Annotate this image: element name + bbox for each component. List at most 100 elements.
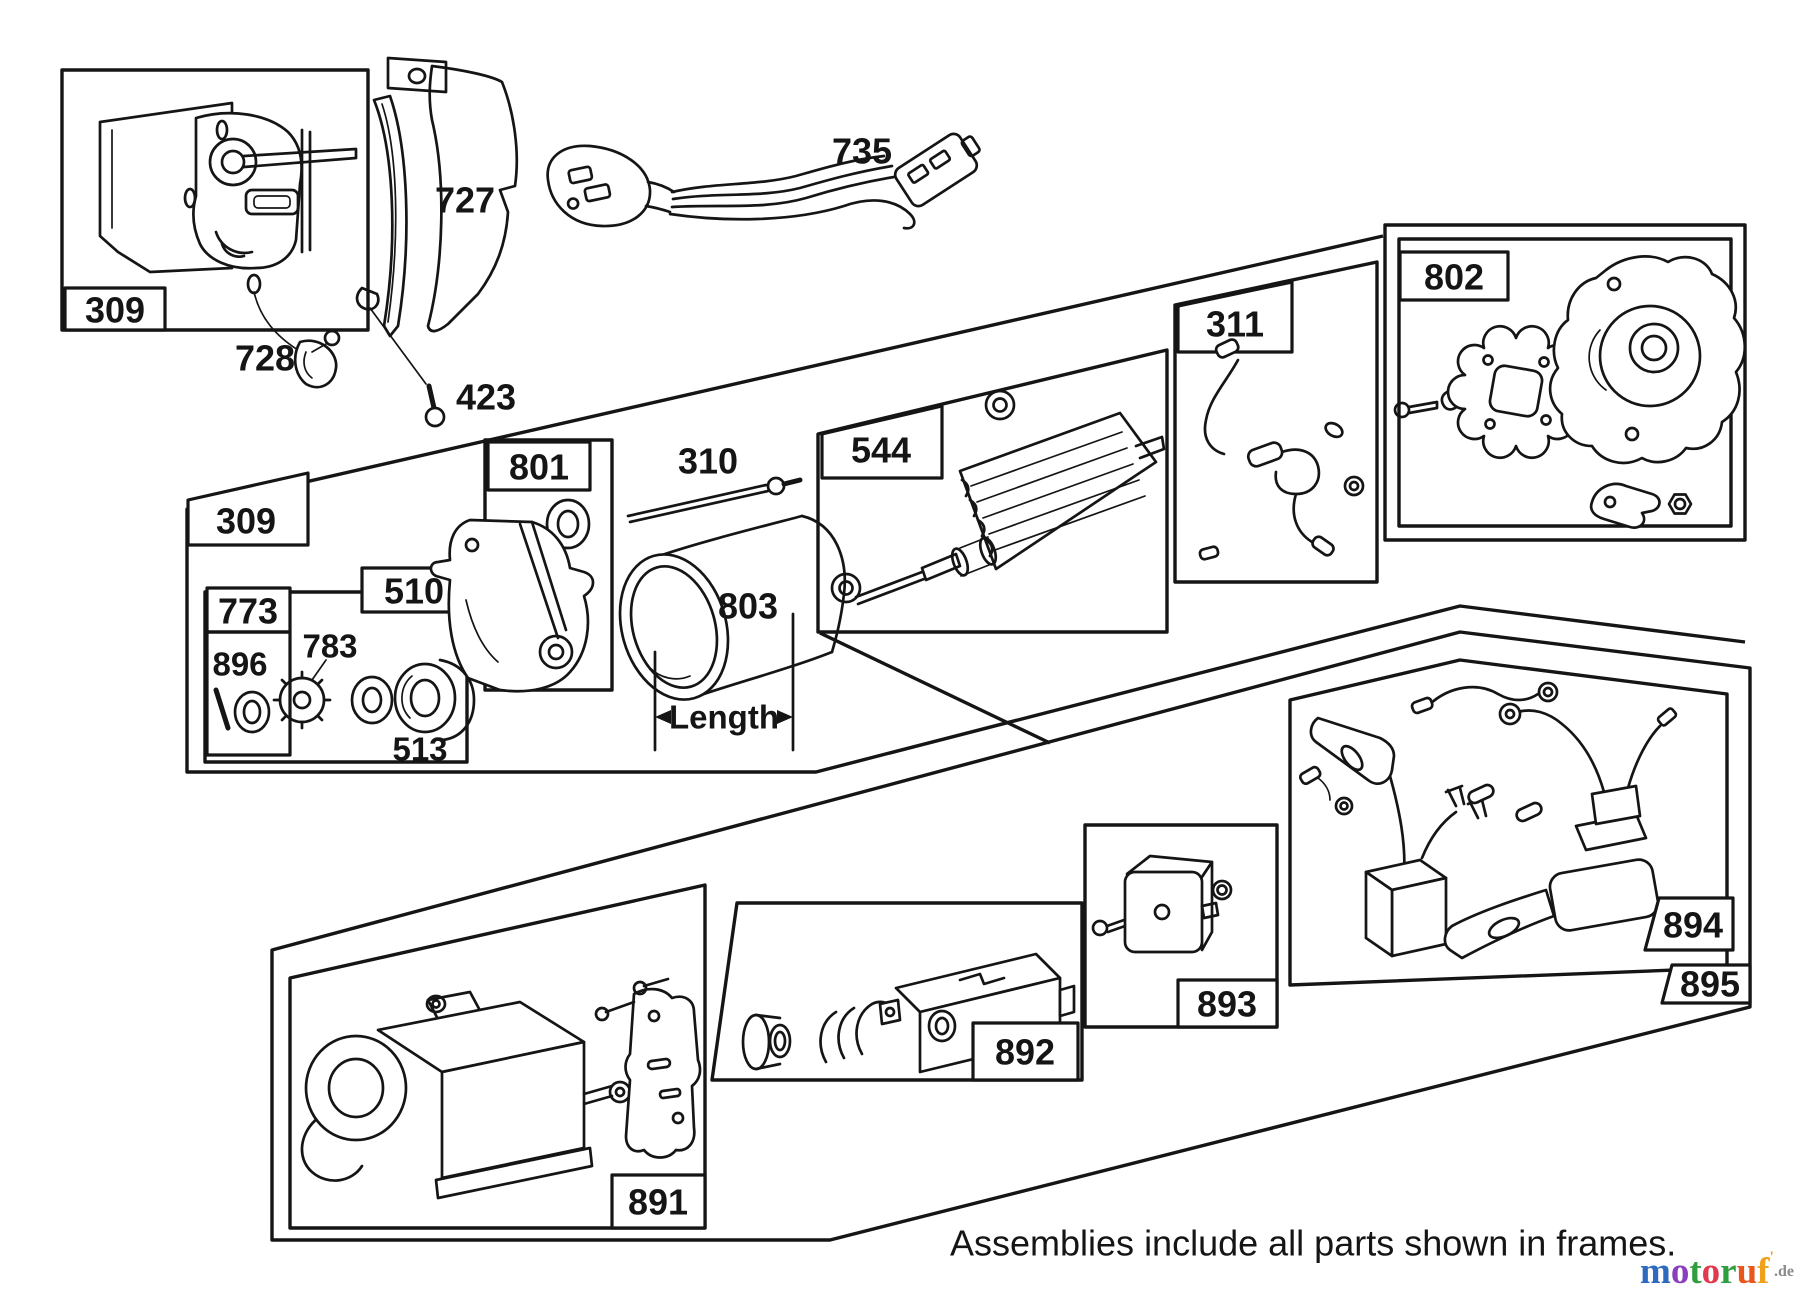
part-label-896: 896 bbox=[212, 646, 267, 683]
lever-arm bbox=[518, 520, 568, 640]
frame-894-border bbox=[1288, 658, 1729, 987]
part-label-783: 783 bbox=[302, 628, 357, 665]
wm-letter: r bbox=[1720, 1251, 1736, 1292]
screw bbox=[1393, 401, 1411, 419]
brush-wire-set-drawing bbox=[1198, 338, 1365, 561]
pin-896-drawing bbox=[213, 687, 231, 731]
frame-309-bracket: 309 bbox=[60, 68, 370, 351]
frame-label-773: 773 bbox=[218, 591, 278, 632]
wm-tld: .de bbox=[1774, 1263, 1794, 1280]
armature-drawing bbox=[830, 389, 1166, 606]
frame-label-309-main: 309 bbox=[216, 501, 276, 542]
frame-311-border bbox=[1173, 260, 1379, 584]
frame-label-510: 510 bbox=[384, 571, 444, 612]
ring-terminal bbox=[1498, 702, 1522, 726]
arrow-left-icon bbox=[655, 710, 671, 724]
grommet bbox=[233, 690, 271, 734]
nut bbox=[1211, 879, 1233, 901]
seal-ring bbox=[545, 498, 591, 550]
frame-892-border bbox=[710, 901, 1084, 1082]
length-annotation: Length bbox=[653, 612, 795, 752]
part-728-link: 728 bbox=[235, 329, 341, 389]
frame-802-outer-border bbox=[1383, 223, 1747, 542]
frame-label-box bbox=[971, 1021, 1080, 1082]
frame-311-wires: 311 bbox=[1173, 260, 1379, 584]
bracket-plate-drawing bbox=[98, 101, 358, 351]
hole bbox=[183, 187, 197, 209]
hole bbox=[464, 537, 480, 553]
brush-boot bbox=[1246, 441, 1284, 468]
frame-893-switch: 893 bbox=[1083, 823, 1279, 1029]
frame-label-box bbox=[63, 286, 167, 332]
end-cap-casting bbox=[1548, 255, 1747, 465]
harness-left-drawing bbox=[1298, 716, 1488, 958]
frame-label-802: 802 bbox=[1424, 257, 1484, 298]
plug-prongs bbox=[566, 165, 612, 210]
shaft-stub bbox=[1134, 435, 1166, 460]
part-label-513: 513 bbox=[392, 731, 447, 768]
mount-plate bbox=[624, 987, 702, 1159]
switch-drawing bbox=[1091, 854, 1233, 954]
frame-label-544: 544 bbox=[851, 430, 911, 471]
frame-label-box bbox=[1643, 896, 1735, 952]
boot bbox=[1309, 716, 1396, 785]
core-laminations bbox=[970, 431, 1146, 551]
wm-letter: o bbox=[1671, 1251, 1690, 1292]
frame-895-border bbox=[270, 630, 1752, 1242]
wm-mark: ' bbox=[1770, 1249, 1774, 1266]
wm-letter: t bbox=[1689, 1251, 1702, 1292]
frame-544-border bbox=[816, 348, 1169, 634]
cord-wires bbox=[668, 154, 916, 230]
frame-894-harness: 894 bbox=[1288, 658, 1735, 987]
frame-309-main-border bbox=[185, 234, 1746, 774]
fork-terminal bbox=[1444, 784, 1466, 808]
gear-teeth bbox=[272, 670, 332, 730]
gear-cover-drawing bbox=[429, 518, 595, 693]
starter-shaft bbox=[242, 147, 358, 169]
frame-label-801: 801 bbox=[509, 447, 569, 488]
frame-label-box bbox=[486, 440, 592, 492]
washer bbox=[830, 572, 862, 604]
cord-connector bbox=[893, 132, 981, 208]
hole bbox=[407, 67, 427, 85]
frame-label-892: 892 bbox=[995, 1032, 1055, 1073]
hole bbox=[1624, 426, 1640, 442]
frame-773-retainer: 773 896 bbox=[205, 586, 292, 757]
part-label-735: 735 bbox=[832, 131, 892, 172]
armature-shaft bbox=[854, 570, 926, 606]
part-803-housing: 803 bbox=[618, 514, 847, 701]
end-bell bbox=[304, 1034, 408, 1142]
wm-letter: m bbox=[1640, 1251, 1671, 1292]
ring-terminal bbox=[1343, 475, 1365, 497]
wm-letter: f bbox=[1757, 1251, 1770, 1292]
output-shaft bbox=[582, 1084, 614, 1106]
frame-544-armature: 544 bbox=[816, 348, 1169, 634]
frame-895-assembly bbox=[270, 630, 1752, 1242]
connector-block bbox=[1364, 870, 1394, 958]
motoruf-watermark-link[interactable]: motoruf'.de bbox=[1640, 1249, 1794, 1292]
bullet-connector bbox=[1467, 783, 1495, 805]
commutator bbox=[959, 536, 990, 577]
part-label-803: 803 bbox=[718, 586, 778, 627]
frame-label-box bbox=[820, 404, 944, 480]
harness-right-drawing bbox=[1410, 681, 1678, 960]
hole bbox=[1606, 276, 1622, 292]
frame-309-main: 309 bbox=[185, 234, 1746, 774]
frame-802-endcap: 802 bbox=[1383, 223, 1747, 542]
frame-label-895: 895 bbox=[1680, 964, 1740, 1005]
frame-label-box bbox=[186, 471, 310, 547]
wire-pigtail bbox=[253, 291, 299, 351]
hole bbox=[246, 273, 262, 295]
winding-ends bbox=[960, 478, 994, 558]
endcap-parts-drawing bbox=[1393, 255, 1747, 529]
frame-801-gearcase: 801 bbox=[429, 438, 614, 693]
retainer-bracket bbox=[1589, 482, 1661, 529]
part-735-power-cord: 735 bbox=[546, 131, 981, 230]
starter-motor-drawing bbox=[300, 977, 702, 1200]
thrust-washer bbox=[984, 389, 1016, 421]
frame-label-box bbox=[1176, 280, 1294, 354]
part-727-cover: 727 bbox=[355, 56, 519, 338]
part-label-727: 727 bbox=[435, 180, 495, 221]
